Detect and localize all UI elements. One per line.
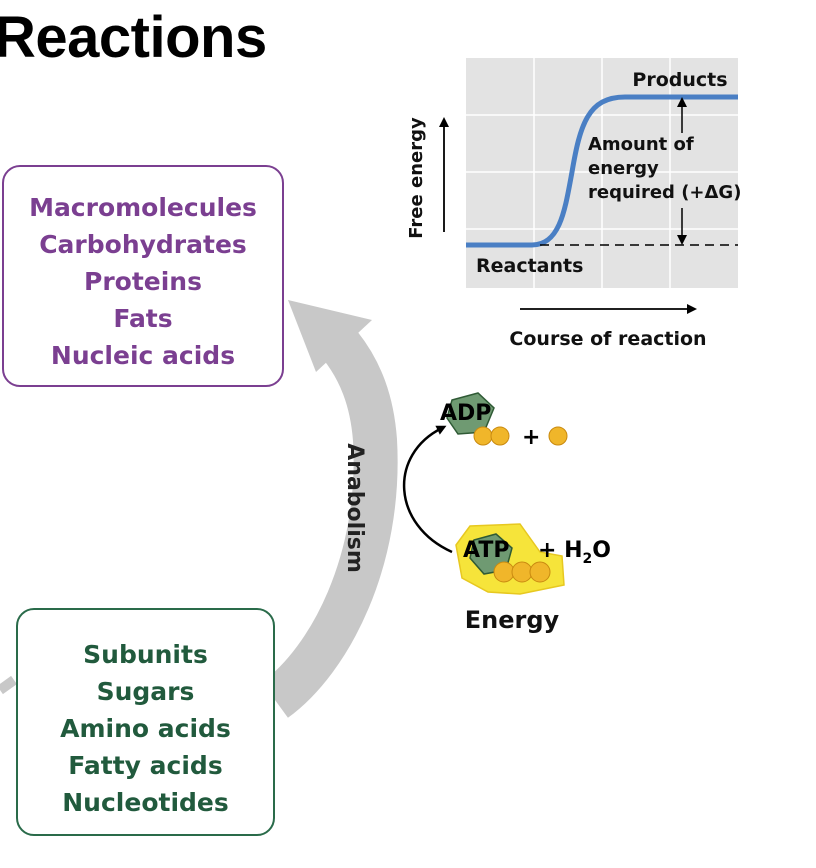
subunit-item: Subunits xyxy=(83,640,208,669)
anabolism-arrow xyxy=(0,300,398,718)
graph-grid xyxy=(466,58,738,288)
y-axis-label: Free energy xyxy=(406,117,427,239)
energy-label: Energy xyxy=(465,606,560,634)
energy-graph xyxy=(439,58,738,314)
atp-label: ATP xyxy=(463,538,509,563)
reactants-label: Reactants xyxy=(476,255,583,277)
macro-item: Fats xyxy=(113,304,173,333)
energy-curve xyxy=(466,94,738,248)
page-title: Reactions xyxy=(0,5,267,70)
subunit-item: Sugars xyxy=(96,677,195,706)
water-label: + H2O xyxy=(538,538,611,567)
subunit-item: Nucleotides xyxy=(62,788,229,817)
x-axis-label: Course of reaction xyxy=(509,328,706,350)
plus-sign: + xyxy=(522,425,540,450)
adp-label: ADP xyxy=(440,401,491,426)
atp-phosphate-icon xyxy=(493,561,515,583)
adp-phosphate-icon xyxy=(473,426,493,446)
macro-item: Nucleic acids xyxy=(50,341,236,370)
subunits-box: Subunits Sugars Amino acids Fatty acids … xyxy=(16,608,275,836)
atp-phosphate-icon xyxy=(529,561,551,583)
free-phosphate-icon xyxy=(548,426,568,446)
subunit-item: Fatty acids xyxy=(68,751,223,780)
macro-item: Macromolecules xyxy=(29,193,257,222)
adp-phosphate-icon xyxy=(490,426,510,446)
subunit-item: Amino acids xyxy=(60,714,231,743)
anabolism-label: Anabolism xyxy=(342,443,367,573)
annotation-line-3: required (+ΔG) xyxy=(588,182,741,203)
products-label: Products xyxy=(632,69,727,91)
water-subscript: 2 xyxy=(583,551,593,567)
annotation-line-2: energy xyxy=(588,158,659,179)
reaction-curved-arrow xyxy=(402,425,453,554)
water-plus-h: + H xyxy=(538,538,583,563)
macro-item: Carbohydrates xyxy=(39,230,247,259)
reaction-group xyxy=(402,392,568,595)
atp-phosphate-icon xyxy=(511,561,533,583)
macromolecules-box: Macromolecules Carbohydrates Proteins Fa… xyxy=(2,165,284,387)
macro-item: Proteins xyxy=(84,267,202,296)
water-o: O xyxy=(592,538,611,563)
annotation-line-1: Amount of xyxy=(588,134,694,155)
